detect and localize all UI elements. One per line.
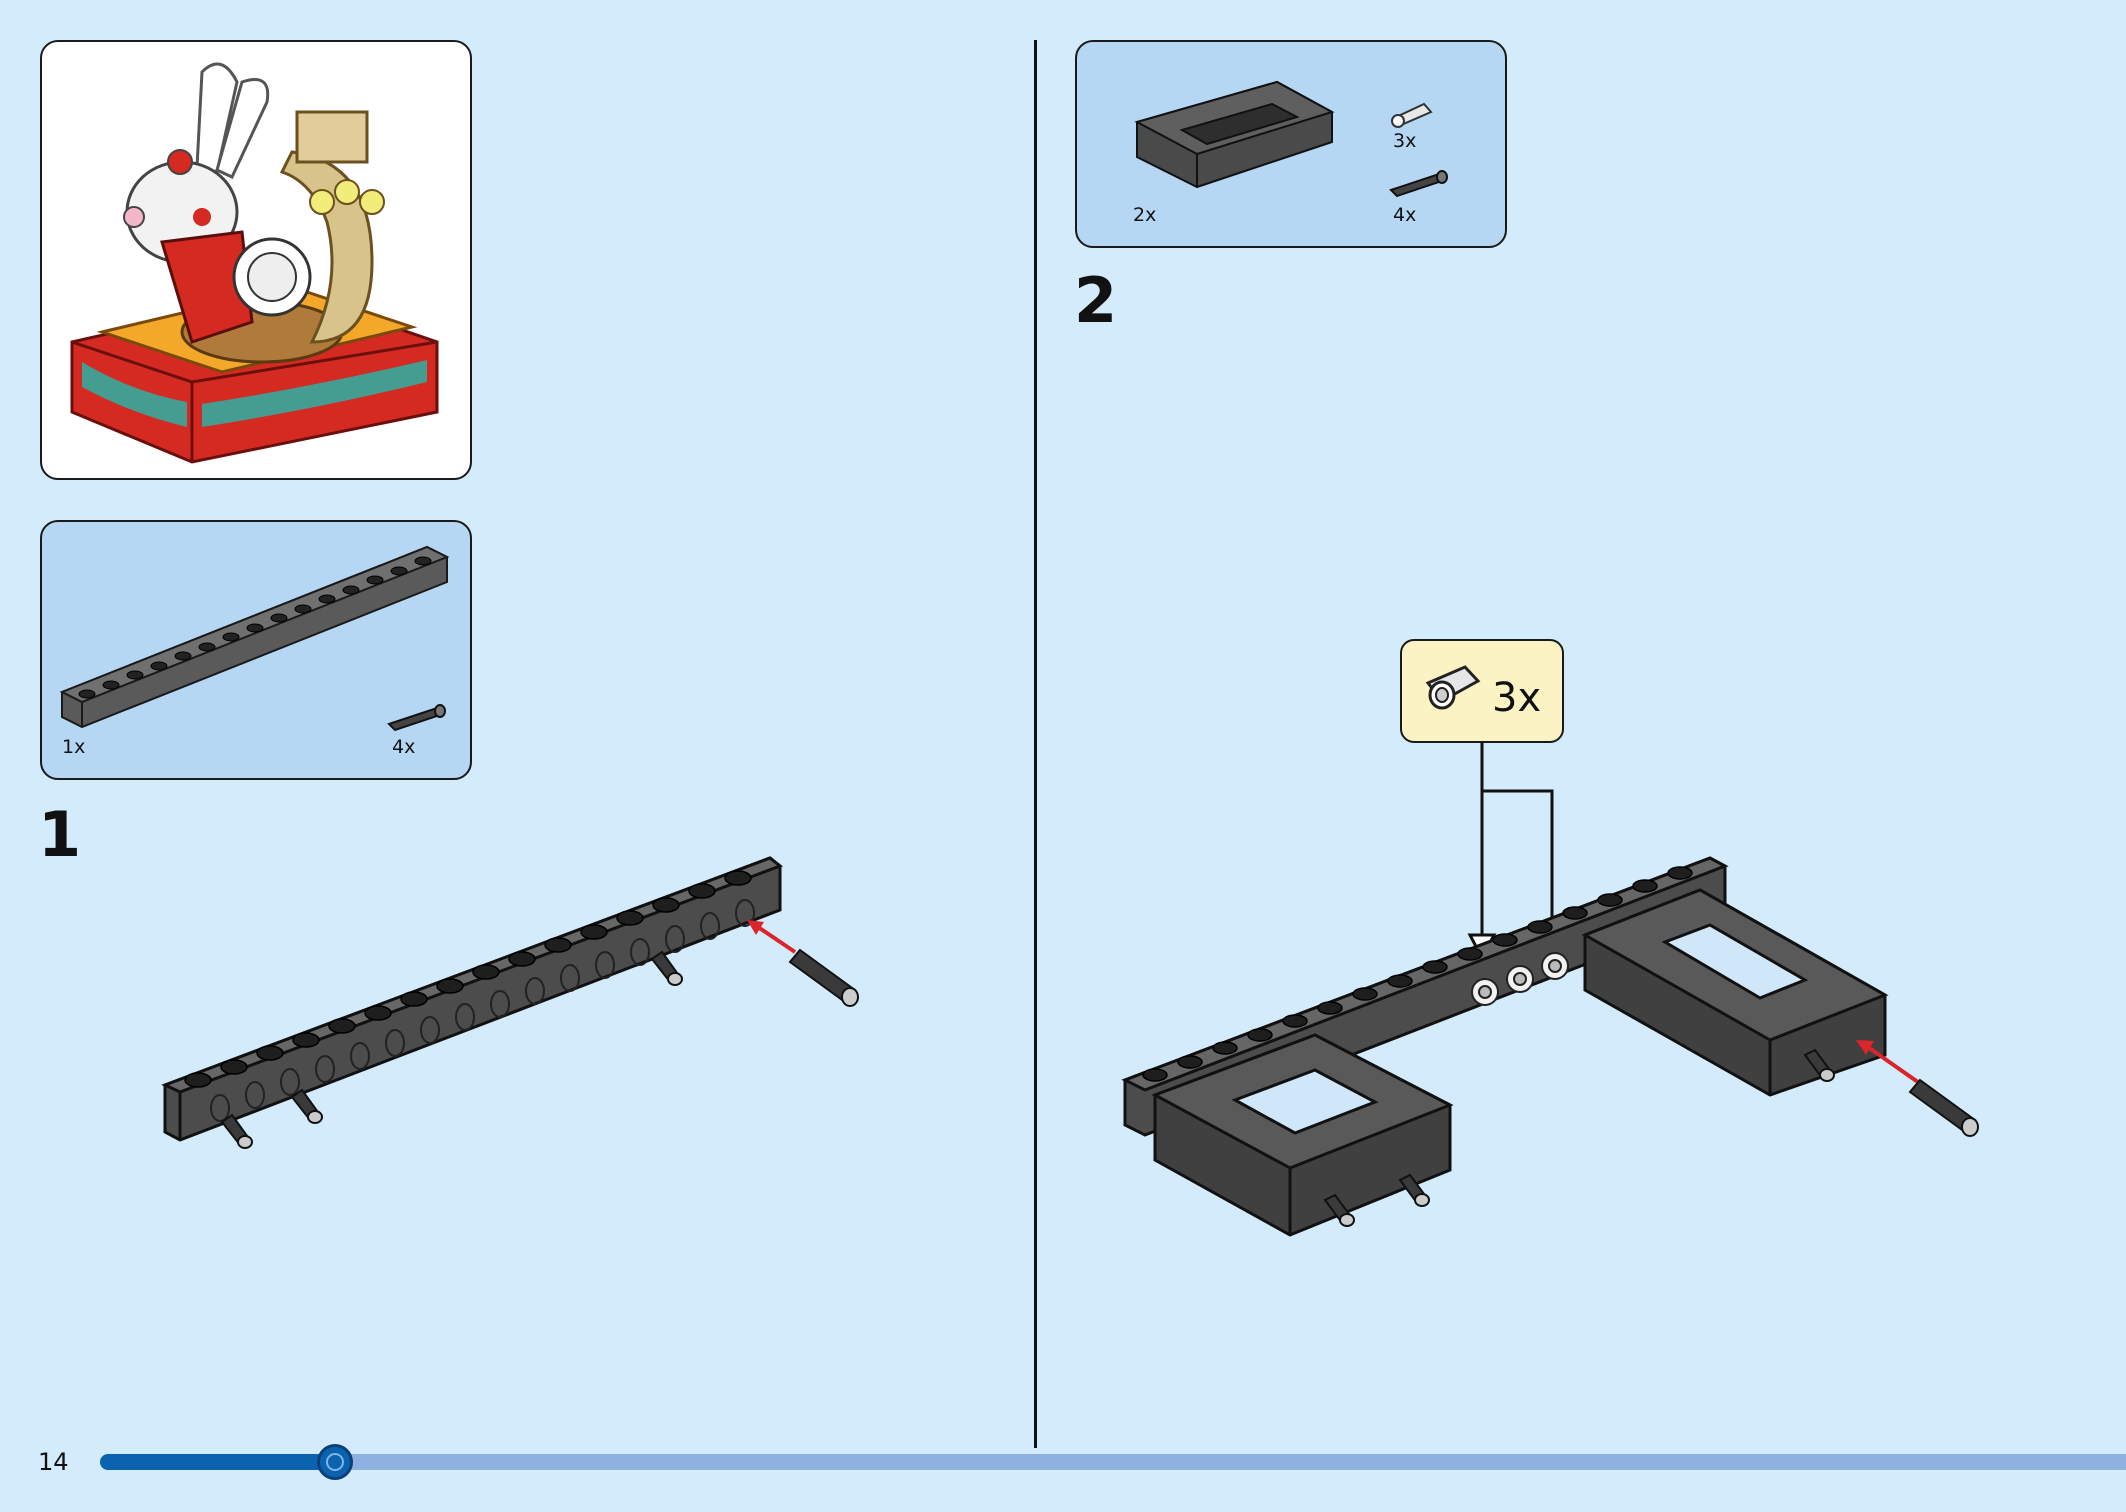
insert-arrow (753, 923, 797, 954)
part-quantity: 3x (1393, 130, 1417, 152)
friction-pin-icon (387, 704, 446, 732)
axle-pin-icon (1425, 665, 1481, 710)
rabbit-float-model-illustration (70, 62, 439, 464)
insert-arrow (1863, 1043, 1927, 1089)
callout-quantity: 3x (1492, 675, 1542, 721)
step-number: 1 (38, 798, 82, 871)
part-quantity: 4x (1393, 204, 1417, 226)
progress-knob (317, 1444, 353, 1480)
model-preview-panel (40, 40, 472, 480)
progress-track (100, 1454, 2126, 1470)
technic-frame-icon (1134, 80, 1335, 189)
step-2-assembly-illustration (1121, 856, 1979, 1237)
step-number: 2 (1074, 264, 1118, 337)
page-number: 14 (38, 1448, 69, 1476)
technic-beam-16-icon (59, 545, 450, 729)
parts-list-step-1: 1x 4x (40, 520, 472, 780)
parts-list-step-2: 2x 3x 4x (1075, 40, 1507, 248)
sub-step-callout: 3x (1400, 639, 1564, 743)
part-quantity: 4x (392, 736, 416, 758)
page-divider (1034, 40, 1037, 1448)
axle-pin-icon (1391, 102, 1433, 128)
progress-fill (100, 1454, 335, 1470)
part-quantity: 2x (1133, 204, 1157, 226)
part-quantity: 1x (62, 736, 86, 758)
step-1-assembly-illustration (161, 856, 859, 1149)
friction-pin-icon (1389, 170, 1448, 198)
